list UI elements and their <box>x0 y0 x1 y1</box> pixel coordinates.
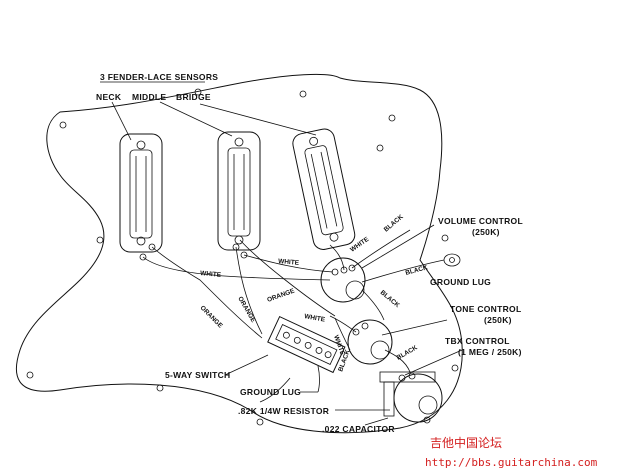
ground-lug-right <box>443 253 461 267</box>
ground-lug-bottom-label: GROUND LUG <box>240 387 301 397</box>
screw-hole <box>156 384 164 392</box>
screw-hole <box>299 90 307 98</box>
middle-label: MIDDLE <box>132 92 166 102</box>
wire-label-black: BLACK <box>405 264 429 277</box>
wire-label-orange: ORANGE <box>266 287 296 304</box>
five-way-switch <box>267 315 346 374</box>
tbx-value-label: (1 MEG / 250K) <box>458 347 522 357</box>
wires <box>142 229 445 403</box>
wire-label-white: WHITE <box>200 270 222 279</box>
tone-pot <box>347 319 393 365</box>
watermark-url: http://bbs.guitarchina.com <box>425 456 598 469</box>
middle-pickup <box>217 131 261 259</box>
screw-hole <box>26 371 34 379</box>
ground-lug-right-label: GROUND LUG <box>430 277 491 287</box>
screw-hole <box>96 236 104 244</box>
watermark-chinese: 吉他中国论坛 <box>430 435 502 450</box>
wire-label-black: BLACK <box>383 213 405 233</box>
volume-control-label: VOLUME CONTROL <box>438 216 523 226</box>
tone-control-label: TONE CONTROL <box>450 304 521 314</box>
screw-hole <box>59 121 67 129</box>
resistor-label: .82K 1/4W RESISTOR <box>238 406 329 416</box>
screw-hole <box>441 234 449 242</box>
wire-label-black: BLACK <box>396 344 419 362</box>
volume-value-label: (250K) <box>472 227 500 237</box>
wire-label-white: WHITE <box>278 258 300 267</box>
title-label: 3 FENDER-LACE SENSORS <box>100 72 218 82</box>
bridge-pickup <box>292 128 356 250</box>
wire-label-white: WHITE <box>304 313 326 324</box>
neck-pickup <box>119 133 163 261</box>
screw-hole <box>256 418 264 426</box>
wire-label-white: WHITE <box>349 236 371 254</box>
screw-hole <box>194 88 202 96</box>
capacitor-label: .022 CAPACITOR <box>322 424 395 434</box>
screw-holes <box>26 88 459 426</box>
bridge-label: BRIDGE <box>176 92 211 102</box>
tbx-pot <box>379 371 443 423</box>
wire-label-orange: ORANGE <box>236 296 257 325</box>
wire-label-orange: ORANGE <box>199 304 225 330</box>
screw-hole <box>388 114 396 122</box>
screw-hole <box>423 416 431 424</box>
neck-label: NECK <box>96 92 122 102</box>
screw-hole <box>376 144 384 152</box>
screw-hole <box>451 364 459 372</box>
pickguard-outline <box>15 73 463 434</box>
tbx-control-label: TBX CONTROL <box>445 336 510 346</box>
wire-label-black: BLACK <box>379 289 401 309</box>
switch-label: 5-WAY SWITCH <box>165 370 230 380</box>
leader-lines <box>100 81 463 426</box>
tone-value-label: (250K) <box>484 315 512 325</box>
